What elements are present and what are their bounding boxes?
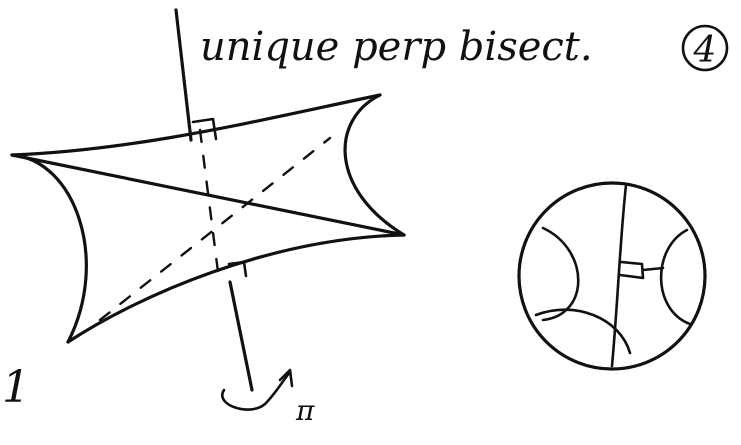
- right-geodesic: [659, 228, 692, 326]
- hidden-axis-segment: [198, 128, 220, 274]
- bottom-geodesic: [534, 308, 632, 355]
- page-number: 4: [693, 30, 717, 71]
- rotation-arrow: π: [221, 368, 315, 427]
- axis-lower-segment: [228, 280, 254, 392]
- hidden-diagonal-edge: [98, 136, 332, 322]
- vertical-geodesic: [610, 183, 628, 368]
- hidden-edges: [98, 128, 332, 322]
- rotation-axis: [174, 8, 254, 392]
- surface-diagonal-edge: [10, 153, 406, 237]
- perpendicular-segment: [641, 266, 665, 272]
- poincare-disk: [517, 181, 707, 371]
- surface-left-edge: [10, 153, 88, 344]
- right-angle-mark-top: [191, 117, 218, 141]
- surface-right-edge: [343, 93, 406, 237]
- rotation-label: π: [295, 394, 315, 427]
- rotation-arrow-head: [278, 368, 294, 388]
- page-number-circle: [681, 24, 729, 72]
- surface-top-edge: [10, 93, 382, 157]
- left-edge-mark: 1: [2, 362, 30, 413]
- rotation-arrow-curve: [221, 370, 292, 411]
- page-number-badge: 4: [681, 24, 729, 72]
- caption-text: unique perp bisect.: [200, 24, 593, 70]
- surface-bottom-edge: [66, 233, 406, 344]
- disk-boundary: [517, 181, 707, 371]
- disk-right-angle-mark: [618, 260, 645, 280]
- left-geodesic: [541, 226, 580, 322]
- axis-upper-segment: [174, 8, 193, 142]
- hyperbolic-surface: [10, 93, 406, 344]
